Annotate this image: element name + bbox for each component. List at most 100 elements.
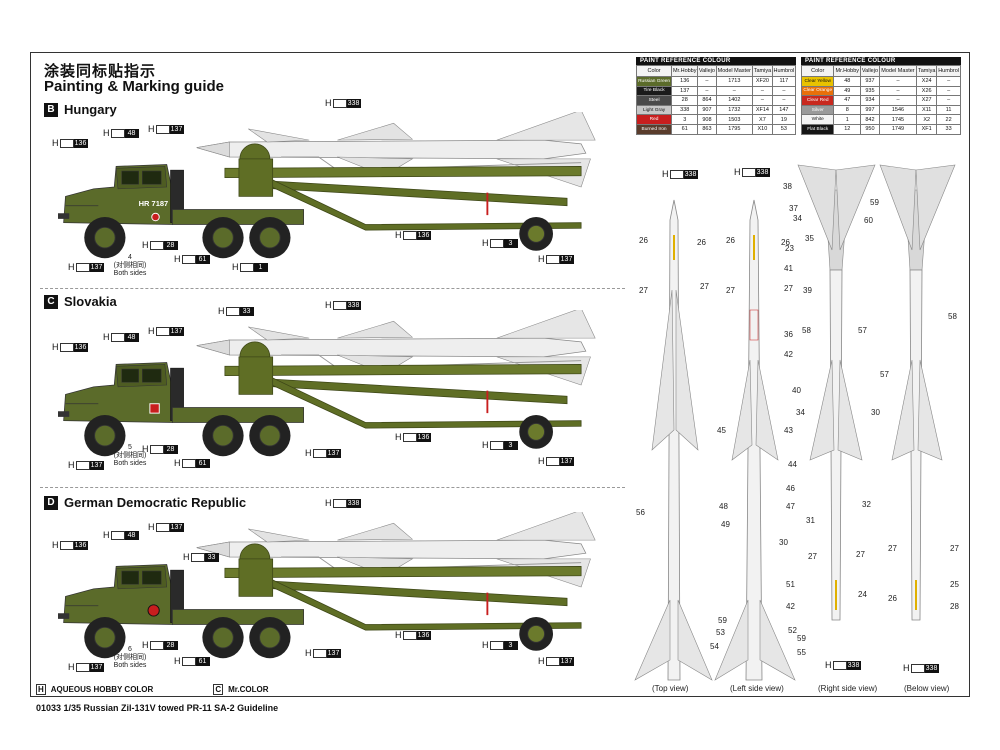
- mr-color-icon: C: [213, 684, 224, 695]
- table-cell: X11: [916, 104, 938, 116]
- table-header: PAINT REFERENCE COLOUR: [636, 57, 796, 65]
- callout-note: 5(对侧相同)Both sides: [113, 444, 147, 467]
- table-cell: –: [878, 76, 918, 87]
- column-header: Humbrol: [771, 65, 797, 77]
- part-number: 35: [805, 234, 814, 243]
- section-divider: [40, 288, 625, 289]
- part-number: 59: [870, 198, 879, 207]
- part-number: 56: [636, 508, 645, 517]
- table-cell: 1795: [715, 123, 754, 135]
- hungary-roundel-icon: [151, 212, 160, 222]
- table-cell: XF20: [752, 76, 773, 87]
- color-swatch: Clear Orange: [800, 85, 835, 97]
- column-header: Mr.Hobby: [671, 65, 699, 77]
- part-number: 44: [788, 460, 797, 469]
- table-cell: 47: [833, 95, 862, 106]
- section-name: German Democratic Republic: [64, 495, 247, 510]
- callout-note: 4(对侧相同)Both sides: [113, 254, 147, 277]
- legend-aqueous-label: AQUEOUS HOBBY COLOR: [50, 685, 154, 694]
- color-swatch: Flat Black: [800, 123, 835, 135]
- table-cell: 842: [860, 114, 880, 125]
- part-number: 27: [808, 552, 817, 561]
- table-cell: –: [878, 85, 918, 97]
- part-number: 30: [779, 538, 788, 547]
- view-caption-below: (Below view): [904, 684, 950, 693]
- table-cell: 117: [771, 76, 797, 87]
- missile-views-diagram: [634, 164, 956, 681]
- part-number: 57: [880, 370, 889, 379]
- table-cell: 8: [833, 104, 862, 116]
- truck-illustration-hungary: HR 7187: [57, 112, 597, 260]
- part-number: 49: [721, 520, 730, 529]
- table-cell: 22: [936, 114, 961, 125]
- section-b-heading: B Hungary: [44, 102, 117, 117]
- part-number: 24: [858, 590, 867, 599]
- part-number: 51: [786, 580, 795, 589]
- table-cell: XF1: [916, 123, 938, 135]
- part-number: 27: [639, 286, 648, 295]
- part-number: 27: [950, 544, 959, 553]
- table-cell: 1503: [715, 114, 754, 125]
- table-cell: 11: [936, 104, 961, 116]
- missile-right-side-view: [797, 164, 876, 621]
- column-header: Mr.Hobby: [833, 65, 862, 77]
- table-cell: 1749: [878, 123, 918, 135]
- part-number: 27: [726, 286, 735, 295]
- table-cell: –: [878, 95, 918, 106]
- column-header: Tamiya: [752, 65, 773, 77]
- part-number: 59: [718, 616, 727, 625]
- table-cell: 934: [860, 95, 880, 106]
- section-name: Hungary: [64, 102, 117, 117]
- part-number: 26: [697, 238, 706, 247]
- part-number: 38: [783, 182, 792, 191]
- part-number: 48: [719, 502, 728, 511]
- section-divider: [40, 487, 625, 488]
- table-cell: 1745: [878, 114, 918, 125]
- table-cell: –: [936, 76, 961, 87]
- table-cell: –: [936, 85, 961, 97]
- table-cell: X7: [752, 114, 773, 125]
- part-number: 43: [784, 426, 793, 435]
- table-cell: 864: [697, 95, 717, 106]
- table-cell: –: [697, 76, 717, 87]
- color-swatch: Silver: [800, 104, 835, 116]
- table-cell: –: [936, 95, 961, 106]
- part-number: 45: [717, 426, 726, 435]
- view-caption-top: (Top view): [652, 684, 689, 693]
- section-letter-badge: B: [44, 102, 58, 117]
- part-number: 32: [862, 500, 871, 509]
- table-cell: 338: [671, 104, 699, 116]
- part-number: 42: [784, 350, 793, 359]
- column-header: Humbrol: [936, 65, 961, 77]
- view-caption-left: (Left side view): [730, 684, 784, 693]
- table-cell: 137: [671, 85, 699, 97]
- part-number: 25: [950, 580, 959, 589]
- truck-illustration-gdr: [57, 512, 597, 660]
- table-cell: –: [697, 85, 717, 97]
- part-number: 58: [802, 326, 811, 335]
- part-number: 39: [803, 286, 812, 295]
- table-cell: 908: [697, 114, 717, 125]
- table-cell: 12: [833, 123, 862, 135]
